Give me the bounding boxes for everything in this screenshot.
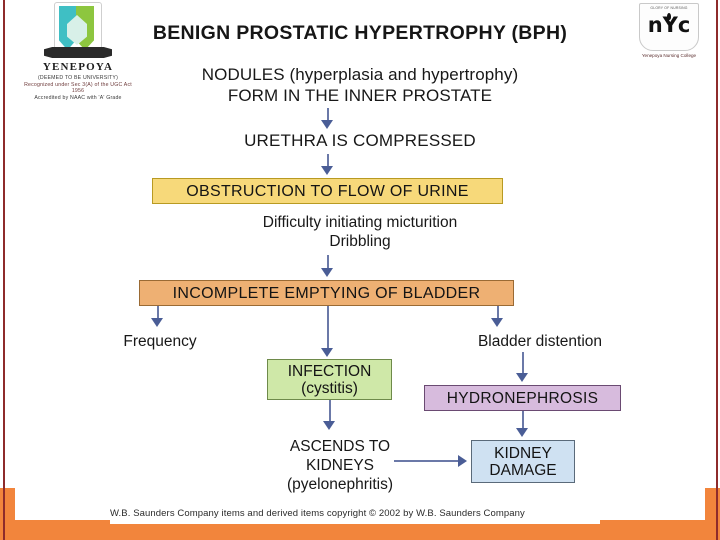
infection-line-1: INFECTION <box>287 362 372 380</box>
connector-distention-hydronephrosis <box>522 352 524 373</box>
arrowhead-urethra-obstruction <box>321 166 333 175</box>
flow-box-hydronephrosis: HYDRONEPHROSIS <box>424 385 621 411</box>
yenepoya-naac-line: Accredited by NAAC with 'A' Grade <box>34 95 122 101</box>
ascends-line-3: (pyelonephritis) <box>287 476 393 493</box>
ascends-line-2: KIDNEYS <box>305 457 375 474</box>
copyright-strip: W.B. Saunders Company items and derived … <box>110 502 600 524</box>
connector-hydronephrosis-kidney <box>522 411 524 428</box>
crest-icon: GLORY OF NURSING nYc <box>639 3 699 51</box>
kidney-line-2: DAMAGE <box>489 461 557 479</box>
ribbon-icon <box>44 47 112 58</box>
right-edge-rule <box>716 0 718 540</box>
copyright-text: W.B. Saunders Company items and derived … <box>110 507 525 519</box>
arrowhead-nodules-urethra <box>321 120 333 129</box>
kidney-line-1: KIDNEY <box>494 444 552 462</box>
flow-box-kidney-damage: KIDNEY DAMAGE <box>471 440 575 483</box>
nursing-college-name: Yenepoya Nursing College <box>641 53 697 58</box>
yenepoya-shield-icon <box>18 2 138 60</box>
flow-node-urethra: URETHRA IS COMPRESSED <box>244 131 476 150</box>
arrowhead-symptoms-incomplete <box>321 268 333 277</box>
symptom-dribbling: Dribbling <box>329 233 391 250</box>
connector-symptoms-incomplete <box>327 255 329 269</box>
infection-line-2: (cystitis) <box>301 379 358 397</box>
nodules-line-1: NODULES (hyperplasia and hypertrophy) <box>201 65 519 84</box>
connector-incomplete-frequency <box>157 306 159 320</box>
connector-nodules-urethra <box>327 108 329 123</box>
flow-box-obstruction: OBSTRUCTION TO FLOW OF URINE <box>152 178 503 204</box>
flow-node-frequency: Frequency <box>123 333 197 350</box>
left-edge-rule <box>3 0 5 540</box>
connector-incomplete-infection <box>327 306 329 350</box>
nodules-line-2: FORM IN THE INNER PROSTATE <box>227 86 493 105</box>
yenepoya-deemed-line: (DEEMED TO BE UNIVERSITY) <box>37 75 119 81</box>
arrowhead-infection-ascends <box>323 421 335 430</box>
connector-infection-ascends <box>329 400 331 422</box>
connector-incomplete-distention <box>497 306 499 320</box>
flow-node-bladder-distention: Bladder distention <box>477 333 603 350</box>
yenepoya-university-logo: YENEPOYA (DEEMED TO BE UNIVERSITY) Recog… <box>18 2 138 101</box>
content-panel <box>15 0 705 520</box>
nursing-college-logo: GLORY OF NURSING nYc Yenepoya Nursing Co… <box>632 3 706 59</box>
yenepoya-ugc-line: Recognized under Sec 3(A) of the UGC Act… <box>24 82 132 94</box>
connector-urethra-obstruction <box>327 154 329 168</box>
flame-icon <box>667 13 671 20</box>
yenepoya-name: YENEPOYA <box>42 61 114 73</box>
connector-ascends-kidney <box>394 460 459 462</box>
arrowhead-incomplete-distention <box>491 318 503 327</box>
arrowhead-ascends-kidney <box>458 455 467 467</box>
flow-node-ascends-to-kidneys: ASCENDS TO KIDNEYS (pyelonephritis) <box>215 437 465 494</box>
flow-node-nodules: NODULES (hyperplasia and hypertrophy) FO… <box>0 64 720 106</box>
symptom-micturition: Difficulty initiating micturition <box>262 214 458 231</box>
arrowhead-distention-hydronephrosis <box>516 373 528 382</box>
arrowhead-incomplete-infection <box>321 348 333 357</box>
arrowhead-hydronephrosis-kidney <box>516 428 528 437</box>
flow-box-infection: INFECTION (cystitis) <box>267 359 392 400</box>
page-title: BENIGN PROSTATIC HYPERTROPHY (BPH) <box>152 22 568 44</box>
flow-box-incomplete-emptying: INCOMPLETE EMPTYING OF BLADDER <box>139 280 514 306</box>
arrowhead-incomplete-frequency <box>151 318 163 327</box>
crest-motto: GLORY OF NURSING <box>650 6 688 10</box>
flow-node-symptoms: Difficulty initiating micturition Dribbl… <box>0 213 720 251</box>
ascends-line-1: ASCENDS TO <box>289 438 391 455</box>
